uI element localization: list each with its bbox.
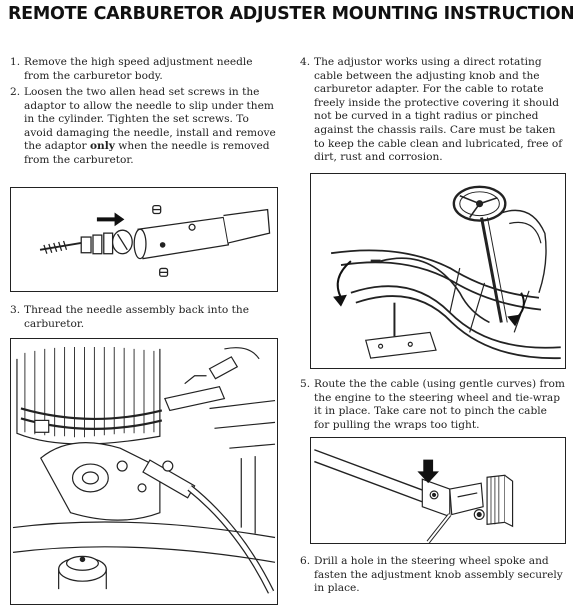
knob-mount-illustration: [314, 449, 514, 543]
step-text: Drill a hole in the steering wheel spoke…: [314, 555, 563, 595]
step-text: Route the the cable (using gentle curves…: [314, 378, 565, 431]
needle-adaptor-illustration: [39, 205, 271, 277]
step-text: Remove the high speed adjustment needle …: [24, 56, 253, 82]
figure-carburetor: [10, 338, 278, 605]
figure-needle-adaptor: [10, 187, 278, 292]
figure-chassis-steering: [310, 173, 566, 369]
step-number: 5.: [300, 378, 311, 390]
carburetor-illustration: [12, 346, 276, 594]
chassis-steering-illustration: [330, 185, 561, 360]
step-number: 1.: [10, 56, 21, 68]
step-4: 4. The adjustor works using a direct rot…: [300, 56, 565, 165]
step-number: 3.: [10, 304, 21, 316]
step-6: 6. Drill a hole in the steering wheel sp…: [300, 555, 565, 596]
step-text: Thread the needle assembly back into the…: [24, 304, 249, 330]
step-text: The adjustor works using a direct rotati…: [314, 56, 563, 164]
page-title: REMOTE CARBURETOR ADJUSTER MOUNTING INST…: [8, 4, 573, 24]
step-text: Loosen the two allen head set screws in …: [24, 86, 276, 166]
step-number: 2.: [10, 86, 21, 98]
figure-knob-mount: [310, 437, 566, 544]
step-5: 5. Route the the cable (using gentle cur…: [300, 378, 565, 432]
step-number: 6.: [300, 555, 311, 567]
step-1: 1. Remove the high speed adjustment need…: [10, 56, 280, 83]
step-number: 4.: [300, 56, 311, 68]
step-3: 3. Thread the needle assembly back into …: [10, 304, 280, 331]
step-2: 2. Loosen the two allen head set screws …: [10, 86, 280, 168]
emphasis-only: only: [89, 140, 115, 153]
